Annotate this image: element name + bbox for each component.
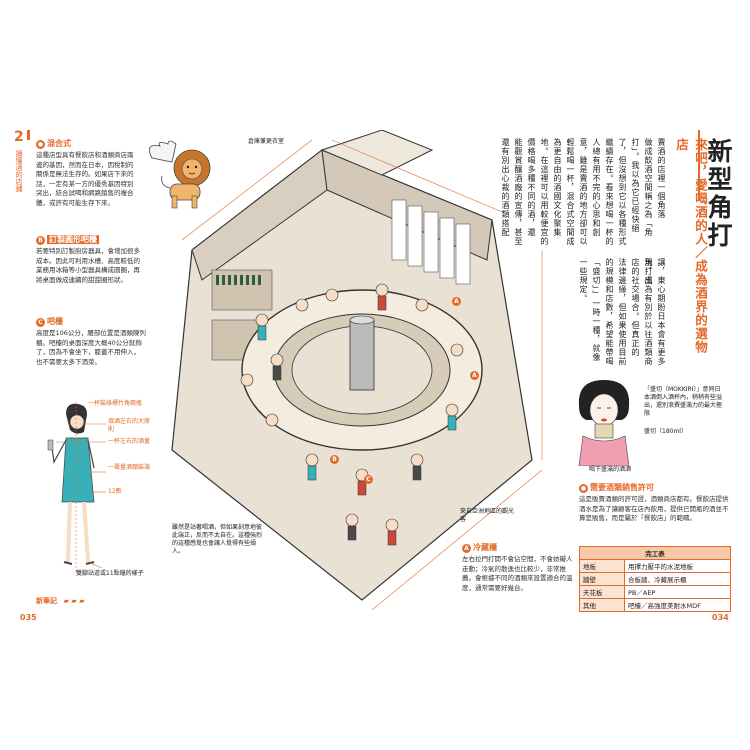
body-column: 賣酒的店裡一個角落 (657, 138, 666, 219)
figure-note: 一杯左右的酒量 (108, 438, 151, 445)
section-body: 高度是106公分，腰部位置是酒類陳列櫃。吧檯的桌面深度大概40公分就夠了，因為不… (36, 329, 146, 366)
chapter-title: 讀懂酒的店鋪 (15, 150, 23, 192)
page-number-right: 034 (712, 613, 729, 622)
section-body: 這是販賣酒類的許可證，酒類商店都有。餐飲店提供酒水是為了讓顧客在店內飲用，提供已… (579, 495, 729, 522)
winged-lion-illustration (142, 138, 222, 216)
section-badge: A (462, 544, 471, 553)
table-row: 地板用擇力壓平的水泥地板 (579, 559, 731, 573)
storeroom-label: 倉庫兼更衣室 (248, 138, 285, 145)
body-column: 打」。我以為它已經快絕 (631, 138, 640, 233)
body-column: 為更自由的酒國文化聚集 (553, 138, 562, 237)
body-column: 讓，東心期盼日本會有更多角打出 (644, 258, 666, 366)
chapter-number: 2 (14, 129, 24, 145)
body-text: 賣酒的店裡一個角落 做成飲酒空間稱之為「角 打」。我以為它已經快絕 了，但沒想到… (484, 138, 668, 370)
figure-note: 一壽量酒類裝滿 (108, 464, 151, 471)
body-column: 能觀賞釀酒廠的宣傳，甚至 (514, 138, 523, 246)
section-title: 冷藏櫃 (473, 543, 497, 552)
isometric-shop-illustration: 倉庫兼更衣室 A B C A 雖然是站著喝酒，但如果刻意地彼此端正，反而不太自在… (152, 129, 572, 622)
figure-note: 填酒左右的大原則 (108, 418, 151, 433)
body-column: 法律邊緣，但如果使用目前 (618, 258, 627, 366)
area-marker-b: B (330, 446, 341, 465)
section-mixed: ●混合式 這種店型具有餐飲店和酒類商店兩邊的基因，然而在日本，因稅制的關係是無法… (36, 138, 134, 208)
page-subtitle: 來吧，愛喝酒的人／成為酒界的選物店 (674, 138, 708, 354)
section-title: 訂製圓形吧檯 (47, 235, 99, 244)
body-column: 了，但沒想到它以各種形式 (618, 138, 627, 246)
body-column: 輕鬆喝一杯，混合式空間成 (566, 138, 575, 246)
body-column: 現，成為有別於以往酒類商 (644, 258, 653, 366)
section-title: 混合式 (47, 139, 71, 148)
figure-note: 12數 (108, 488, 122, 495)
table-row: 牆壁合板牆、冷藏展示櫃 (579, 572, 731, 586)
chapter-marker: 2 讀懂酒的店鋪 (14, 130, 30, 250)
magazine-spread: 2 讀懂酒的店鋪 ●混合式 這種店型具有餐飲店和酒類商店兩邊的基因，然而在日本，… (14, 129, 736, 622)
body-column: 意，雖是賣酒的地方卻可以 (579, 138, 588, 246)
area-marker-c: C (364, 466, 375, 485)
body-column: 店的社交場合。但真正的 (631, 258, 640, 357)
area-marker-a2: A (470, 362, 481, 381)
body-column: 價格喝多種不同的酒，還 (527, 138, 536, 237)
footer-label: 新筆記 ▰ ▰ ▰ (36, 597, 85, 605)
callout-left: 雖然是站著喝酒，但如果刻意地彼此端正，反而不太自在。這種強烈的這種感覺也會讓人覺… (172, 524, 263, 555)
section-license: ●需要酒類銷售許可 這是販賣酒類的許可證，酒類商店都有。餐飲店提供酒水是為了讓顧… (579, 482, 731, 524)
section-badge: B (36, 236, 45, 245)
section-body: 左右拉門打開不會佔空間，不會妨礙人走動；冷氣的散逸也比較少，非常推薦。會根據不同… (462, 555, 573, 592)
standing-woman-illustration: 一杯裝綠標竹角兩瓶 填酒左右的大原則 一杯左右的酒量 一壽量酒類裝滿 12數 雙… (36, 400, 154, 592)
table-header: 完工表 (579, 546, 731, 560)
masu-note: 喝下盛滿的酒酒 (589, 466, 632, 473)
body-column: 地。在這裡可以用較便宜的 (540, 138, 549, 246)
body-column: 一些規定。 (579, 258, 588, 303)
section-title: 需要酒類銷售許可 (590, 483, 654, 492)
body-column: 的規模和店數，希望能帶喝 (605, 258, 614, 366)
body-column: 「盛切」」一時一種，就像 (592, 258, 601, 362)
body-column: 繼續存在。看來想喝一杯的 (605, 138, 614, 246)
section-badge: C (36, 318, 45, 327)
masu-label: 盛切（180ml） (644, 428, 687, 435)
body-column: 做成飲酒空間稱之為「角 (644, 138, 653, 237)
body-column: 還有別出心裁的酒類搭配 (501, 138, 510, 237)
callout-right: 來自亞洲地區的觀光客 (460, 508, 515, 523)
page-title: 新型角打 (704, 138, 733, 250)
area-marker-a: A (452, 288, 463, 307)
geisha-drinking-illustration (569, 376, 639, 467)
mokkiri-note: 「盛切（MOKKIRI）」意同日本酒倒入酒杯內，稍稍有些溢出，還別浪費盛滿力的最… (644, 386, 723, 417)
section-badge: ● (36, 140, 45, 149)
section-body: 若要特別訂製廚房器具，會增加很多成本。因此可利用水槽、高度較低的業務用冰箱等小型… (36, 247, 140, 284)
figure-note: 一杯裝綠標竹角兩瓶 (88, 400, 143, 407)
body-column: 人總有用不完的心思和創 (592, 138, 601, 237)
page-number-left: 035 (20, 613, 37, 622)
table-row: 其他吧檯／高強度美耐水MDF (579, 598, 731, 612)
section-title: 吧檯 (47, 317, 63, 326)
section-body: 這種店型具有餐飲店和酒類商店兩邊的基因，然而在日本，因稅制的關係是無法生存的。如… (36, 151, 134, 207)
figure-note: 雙腳站道或11點鐘的樣子 (76, 570, 144, 577)
